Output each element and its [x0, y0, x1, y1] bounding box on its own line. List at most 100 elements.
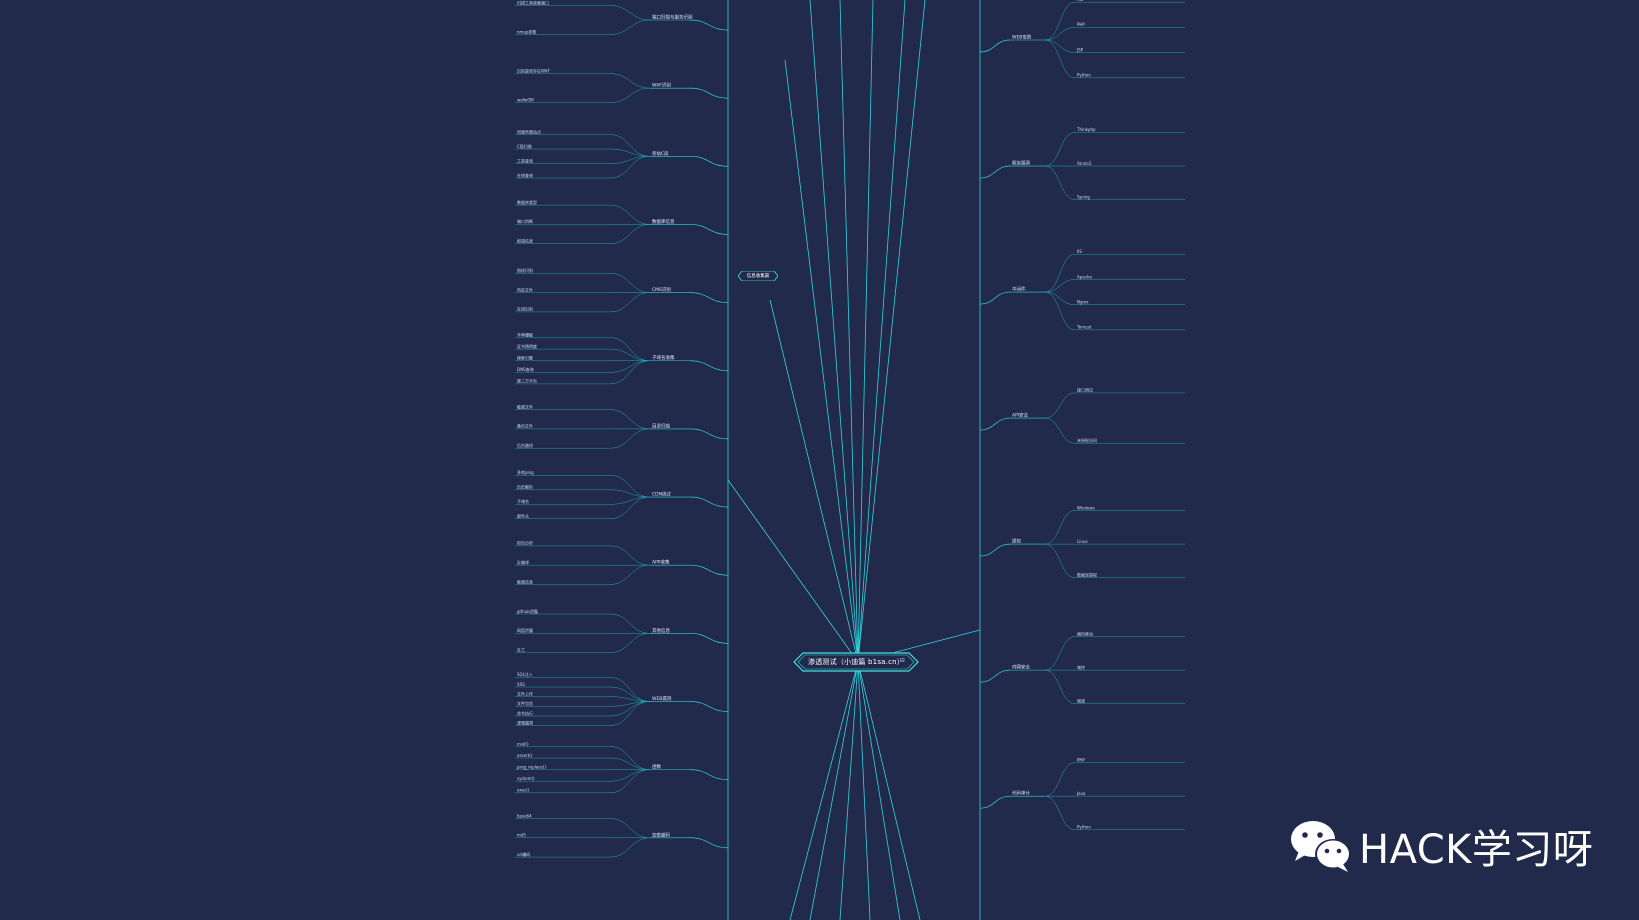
- right-leaf-line: [1044, 669, 1076, 704]
- left-leaf-label[interactable]: 证书透明度: [517, 343, 537, 349]
- right-leaf-label[interactable]: 接口测试: [1077, 387, 1093, 393]
- right-leaf-label[interactable]: PHP: [1077, 22, 1085, 27]
- right-branch-title[interactable]: 内网安全: [1012, 664, 1030, 671]
- left-leaf-label[interactable]: 后台路径: [517, 442, 533, 448]
- right-leaf-label[interactable]: Nginx: [1077, 299, 1089, 304]
- left-leaf-label[interactable]: 命令执行: [517, 710, 533, 716]
- right-leaf-label[interactable]: 隧道: [1077, 698, 1085, 704]
- left-leaf-label[interactable]: 文件包含: [517, 700, 533, 706]
- right-leaf-label[interactable]: Python: [1077, 825, 1091, 830]
- right-leaf-label[interactable]: Java: [1076, 791, 1086, 796]
- left-leaf-label[interactable]: 反编译: [517, 559, 529, 565]
- left-branch-title[interactable]: 数据库信息: [652, 218, 675, 225]
- left-leaf-label[interactable]: 多地ping: [517, 469, 534, 475]
- left-leaf-label[interactable]: 扫描工具收集端口: [517, 0, 549, 5]
- right-branch-title[interactable]: 代码审计: [1012, 790, 1030, 797]
- right-leaf-label[interactable]: Linux: [1077, 539, 1088, 544]
- right-branch-title[interactable]: 中间件: [1012, 286, 1026, 293]
- left-leaf-label[interactable]: 网盘泄露: [517, 627, 533, 633]
- right-branch-title[interactable]: 提权: [1012, 538, 1021, 545]
- left-leaf-line: [609, 686, 651, 702]
- left-leaf-label[interactable]: github泄露: [517, 608, 538, 614]
- left-branch-title[interactable]: WEB漏洞: [652, 695, 672, 702]
- right-leaf-line: [1044, 132, 1076, 167]
- left-leaf-label[interactable]: 同服务器站点: [517, 128, 541, 134]
- left-branch-line: [689, 496, 729, 508]
- right-leaf-label[interactable]: IIS: [1077, 249, 1082, 254]
- left-branch-title[interactable]: 旁站C段: [652, 150, 669, 157]
- left-branch-title[interactable]: CMS识别: [652, 286, 671, 293]
- left-leaf-label[interactable]: 数据库类型: [517, 199, 537, 205]
- left-leaf-label[interactable]: 敏感信息: [517, 578, 533, 584]
- right-leaf-label[interactable]: 横向移动: [1077, 630, 1093, 636]
- left-leaf-label[interactable]: 在线查询: [517, 172, 533, 178]
- left-leaf-label[interactable]: wafw00f: [517, 97, 534, 102]
- right-leaf-label[interactable]: 未授权访问: [1077, 437, 1097, 443]
- left-branch-title[interactable]: 其他信息: [652, 627, 670, 634]
- left-leaf-label[interactable]: C段扫描: [517, 143, 532, 149]
- right-leaf-label[interactable]: Thinkphp: [1076, 127, 1096, 132]
- right-leaf-label[interactable]: Windows: [1077, 505, 1095, 510]
- left-leaf-label[interactable]: assert(): [517, 753, 533, 758]
- left-leaf-label[interactable]: eval(): [517, 741, 529, 746]
- left-leaf-label[interactable]: 字典爆破: [517, 331, 533, 337]
- left-leaf-label[interactable]: SQL注入: [517, 671, 533, 677]
- left-leaf-label[interactable]: nmap参数: [517, 28, 536, 34]
- left-leaf-label[interactable]: 工具查询: [517, 157, 533, 163]
- left-leaf-label[interactable]: 社工: [517, 646, 525, 652]
- right-leaf-label[interactable]: Python: [1077, 73, 1091, 78]
- left-leaf-label[interactable]: 报错信息: [517, 238, 533, 244]
- left-leaf-label[interactable]: 子域名: [517, 498, 529, 504]
- left-leaf-label[interactable]: XSS: [517, 682, 525, 687]
- left-leaf-label[interactable]: exec(): [517, 788, 530, 793]
- left-leaf-label[interactable]: url编码: [517, 851, 530, 857]
- left-branch-title[interactable]: 加密编码: [652, 831, 670, 838]
- left-leaf-label[interactable]: 指纹识别: [517, 267, 533, 273]
- right-leaf-label[interactable]: Spring: [1077, 194, 1090, 199]
- left-leaf-label[interactable]: base64: [517, 813, 532, 818]
- root-node[interactable]: 渗透测试（小迪篇 b1sa.cn） ⊟: [793, 652, 919, 672]
- left-branch-title[interactable]: 目录扫描: [652, 422, 670, 429]
- right-leaf-label[interactable]: JSP: [1076, 47, 1084, 52]
- right-leaf-label[interactable]: Tomcat: [1076, 325, 1092, 330]
- left-leaf-line: [609, 757, 651, 770]
- left-leaf-label[interactable]: 抓包分析: [517, 540, 533, 546]
- left-branch-title[interactable]: 函数: [652, 763, 661, 770]
- right-leaf-label[interactable]: 数据库提权: [1077, 572, 1097, 578]
- left-branch-title[interactable]: WAF识别: [652, 82, 671, 89]
- left-leaf-label[interactable]: 特定文件: [517, 286, 533, 292]
- left-leaf-line: [609, 837, 651, 858]
- left-leaf-label[interactable]: system(): [517, 776, 535, 781]
- left-leaf-label[interactable]: 邮件头: [517, 513, 529, 519]
- left-branch-title[interactable]: 端口扫描与服务识别: [652, 14, 693, 21]
- left-leaf-label[interactable]: 备份文件: [517, 423, 533, 429]
- left-leaf-label[interactable]: DNS查询: [517, 366, 534, 372]
- left-leaf-label[interactable]: 端口判断: [517, 218, 533, 224]
- left-leaf-label[interactable]: 识别是否存在WAF: [517, 67, 550, 73]
- right-leaf-label[interactable]: Apache: [1077, 274, 1092, 279]
- right-leaf-label[interactable]: Struts2: [1077, 161, 1092, 166]
- right-branch-title[interactable]: WEB攻防: [1012, 34, 1032, 41]
- right-branch-title[interactable]: 框架漏洞: [1012, 160, 1030, 167]
- right-leaf-label[interactable]: 域控: [1077, 664, 1085, 670]
- collapse-toggle-icon[interactable]: ⊟: [899, 657, 905, 664]
- left-branch-title[interactable]: 子域名收集: [652, 354, 675, 361]
- right-branch-title[interactable]: API安全: [1012, 412, 1029, 419]
- left-leaf-label[interactable]: 敏感文件: [517, 403, 533, 409]
- left-leaf-label[interactable]: 文件上传: [517, 690, 533, 696]
- left-branch-title[interactable]: CDN绕过: [652, 491, 671, 498]
- left-leaf-label[interactable]: 在线识别: [517, 306, 533, 312]
- left-leaf-label[interactable]: 逻辑漏洞: [517, 719, 533, 725]
- left-leaf-label[interactable]: 第三方平台: [517, 378, 537, 384]
- left-leaf-label[interactable]: preg_replace(): [517, 764, 546, 769]
- left-leaf-label[interactable]: 历史解析: [517, 484, 533, 490]
- left-branch-title[interactable]: APP收集: [652, 559, 670, 566]
- left-branch-line: [689, 224, 729, 235]
- left-leaf-label[interactable]: 搜索引擎: [517, 355, 533, 361]
- branch-node-info-gathering[interactable]: 信息收集篇: [738, 271, 778, 281]
- right-leaf-label[interactable]: PHP: [1077, 757, 1085, 762]
- right-leaf-label[interactable]: ASP: [1077, 0, 1085, 2]
- left-leaf-label[interactable]: md5: [517, 833, 526, 838]
- left-leaf-line: [609, 409, 651, 430]
